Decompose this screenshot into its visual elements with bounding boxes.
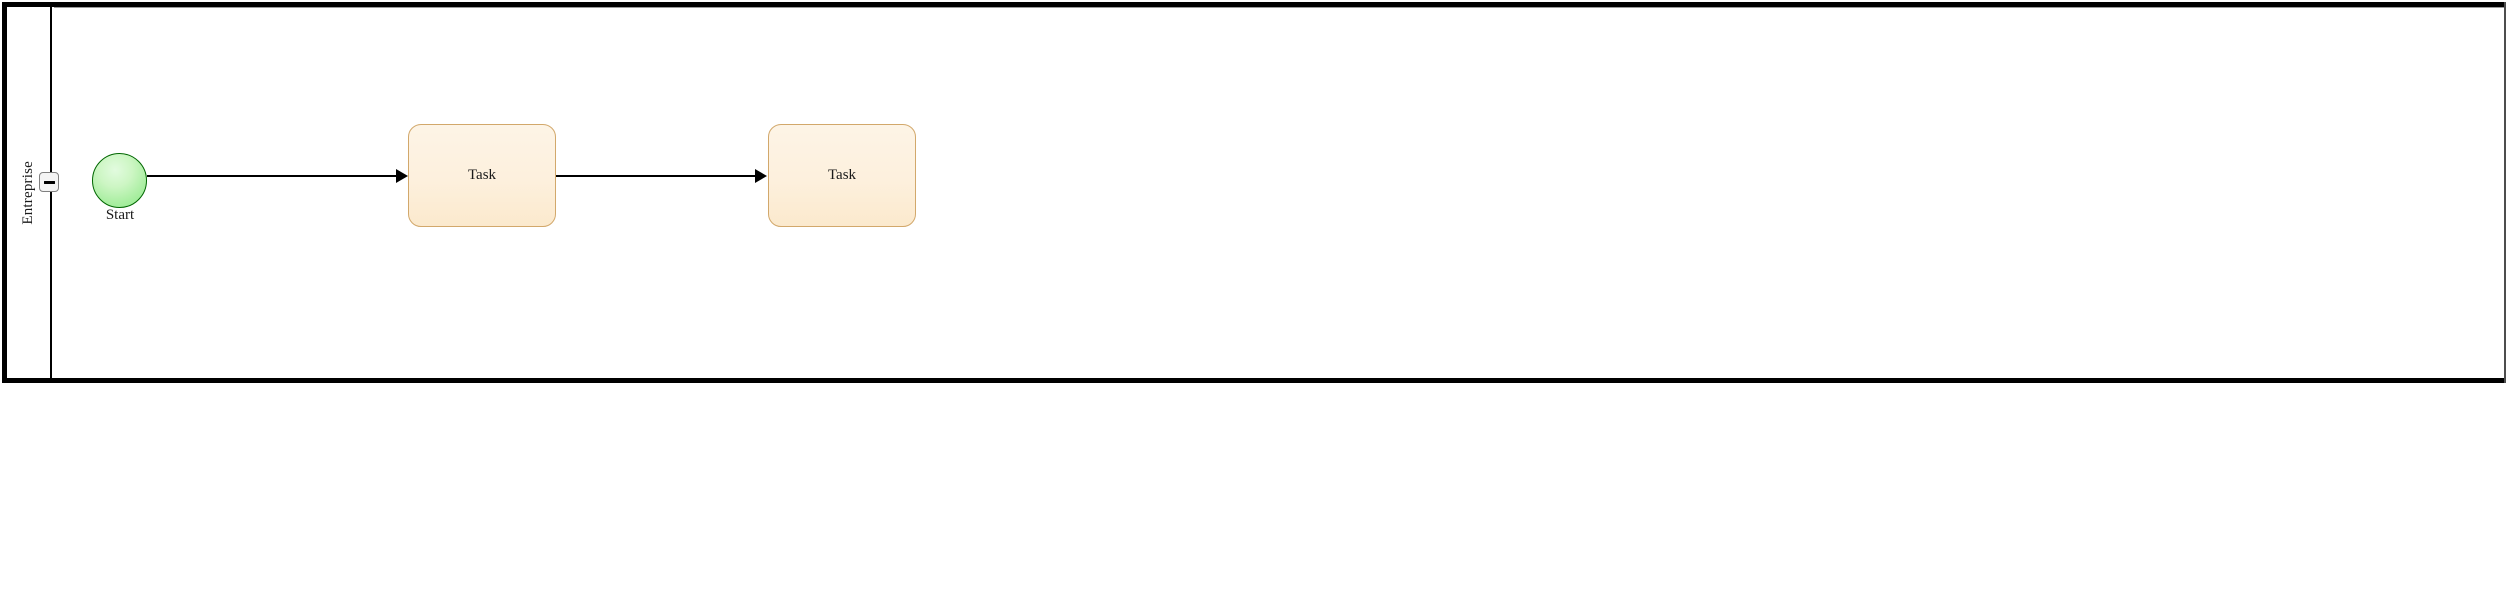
pool-collapse-button[interactable] — [39, 172, 59, 192]
sequence-flow-2-line[interactable] — [556, 175, 756, 177]
pool-entreprise[interactable]: Entreprise — [2, 2, 2506, 383]
start-event-label: Start — [105, 207, 135, 223]
pool-header-band[interactable]: Entreprise — [7, 7, 52, 378]
sequence-flow-2-arrowhead-icon — [755, 169, 767, 183]
sequence-flow-1-arrowhead-icon — [396, 169, 408, 183]
pool-border-top — [2, 2, 2506, 7]
task-node-1-label: Task — [467, 167, 497, 183]
minus-icon — [43, 180, 55, 184]
pool-border-bottom — [2, 378, 2506, 383]
sequence-flow-1-line[interactable] — [147, 175, 397, 177]
pool-title: Entreprise — [20, 160, 36, 225]
task-node-2[interactable]: Task — [768, 124, 916, 227]
start-event-node[interactable] — [92, 153, 147, 208]
pool-border-right — [2504, 2, 2506, 383]
task-node-1[interactable]: Task — [408, 124, 556, 227]
task-node-2-label: Task — [827, 167, 857, 183]
pool-border-left — [2, 2, 7, 383]
